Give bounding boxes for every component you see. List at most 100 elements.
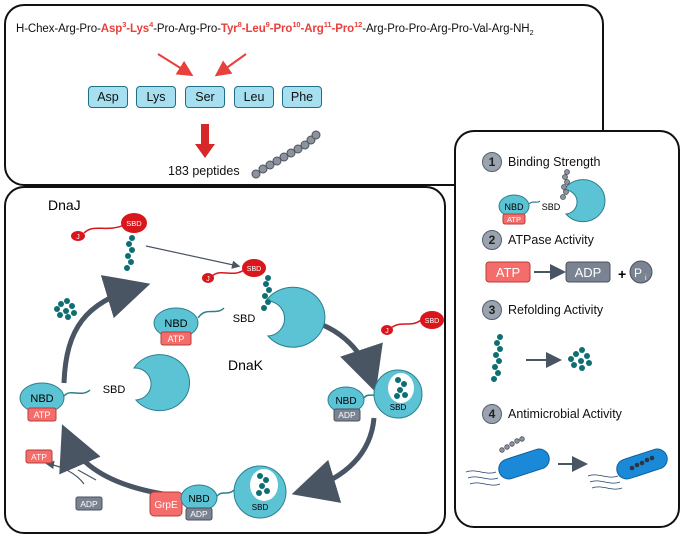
dnaj-sbd-label: SBD xyxy=(126,219,142,228)
svg-text:GrpE: GrpE xyxy=(154,500,178,511)
svg-text:SBD: SBD xyxy=(247,266,261,273)
svg-text:ATP: ATP xyxy=(507,215,521,224)
svg-text:NBD: NBD xyxy=(164,318,187,330)
svg-text:SBD: SBD xyxy=(103,384,126,396)
dnaj-released: J SBD xyxy=(381,311,444,335)
svg-text:i: i xyxy=(645,275,647,282)
arrow-down-shaft xyxy=(201,124,209,146)
svg-text:ADP: ADP xyxy=(338,410,356,420)
svg-text:SBD: SBD xyxy=(252,503,269,512)
svg-text:ATP: ATP xyxy=(34,410,51,420)
svg-text:J: J xyxy=(206,276,210,283)
bacterium-icon xyxy=(498,448,550,480)
sequence-highlight: 11 xyxy=(323,20,332,29)
property-number: 4 xyxy=(482,404,502,424)
sequence-segment: H-Chex-Arg-Pro- xyxy=(16,22,101,35)
sequence-highlight: Asp xyxy=(100,22,123,35)
arrow-right-red xyxy=(214,53,247,77)
arrow-dnaj-binding xyxy=(145,245,241,269)
sequence-highlight: Pro xyxy=(273,22,293,35)
sequence-highlight: 3 xyxy=(122,20,127,29)
amino-acid-phe: Phe xyxy=(282,86,322,108)
svg-text:+: + xyxy=(618,266,626,282)
sequence-highlight: Leu xyxy=(245,22,266,35)
dnak-adp-closed: NBD ADP SBD xyxy=(327,369,423,422)
svg-text:SBD: SBD xyxy=(233,313,256,325)
amino-acid-leu: Leu xyxy=(234,86,274,108)
property-antimicrobial-activity: 4 Antimicrobial Activity xyxy=(482,404,622,424)
property-label: Refolding Activity xyxy=(508,303,604,317)
property-atpase-activity: 2 ATPase Activity xyxy=(482,230,594,250)
dnaj-bound: J SBD xyxy=(202,259,266,283)
svg-text:P: P xyxy=(634,266,642,280)
svg-text:NBD: NBD xyxy=(30,393,53,405)
amino-acid-lys: Lys xyxy=(136,86,176,108)
sequence-highlight: - xyxy=(331,22,336,35)
peptides-count: 183 peptides xyxy=(168,164,240,178)
property-label: Antimicrobial Activity xyxy=(508,407,622,421)
sequence-highlight: 10 xyxy=(292,20,301,29)
library-arrows xyxy=(157,53,321,179)
dnaj-title: DnaJ xyxy=(48,197,81,213)
sequence-highlight: 4 xyxy=(149,20,154,29)
svg-text:ADP: ADP xyxy=(575,265,602,280)
dnak-atp-peptide: NBD ATP SBD xyxy=(153,275,326,348)
sequence-highlight: - xyxy=(269,22,274,35)
sequence-highlight: - xyxy=(300,22,305,35)
svg-text:ATP: ATP xyxy=(31,452,47,462)
svg-text:NBD: NBD xyxy=(504,202,524,212)
arrow-nucleotide-link xyxy=(77,469,97,481)
svg-text:NBD: NBD xyxy=(188,494,209,505)
svg-text:SBD: SBD xyxy=(425,318,439,325)
property-number: 2 xyxy=(482,230,502,250)
sequence-segment: 2 xyxy=(529,28,534,38)
amino-acid-asp: Asp xyxy=(88,86,128,108)
sequence-highlight: 8 xyxy=(237,20,242,29)
cycle-arrow-bottom-right xyxy=(291,417,377,503)
svg-text:NBD: NBD xyxy=(335,396,356,407)
property-label: Binding Strength xyxy=(508,155,601,169)
dnak-title: DnaK xyxy=(228,357,264,373)
dnaj-j-label: J xyxy=(76,234,80,241)
svg-text:J: J xyxy=(385,328,389,335)
free-atp: ATP xyxy=(25,449,53,464)
svg-text:ATP: ATP xyxy=(496,265,520,280)
sequence-highlight: - xyxy=(126,22,131,35)
dnak-cycle-panel: J SBD DnaJ J SBD J SBD NBD xyxy=(4,186,446,534)
property-number: 1 xyxy=(482,152,502,172)
peptide-sequence: H-Chex-Arg-Pro-Asp3-Lys4-Pro-Arg-Pro-Tyr… xyxy=(16,20,534,37)
sequence-highlight: Lys xyxy=(130,22,150,35)
property-binding-strength: 1 Binding Strength xyxy=(482,152,600,172)
property-refolding-activity: 3 Refolding Activity xyxy=(482,300,603,320)
amino-acid-ser: Ser xyxy=(185,86,225,108)
free-adp: ADP xyxy=(75,496,103,511)
dnak-cycle-diagram: J SBD DnaJ J SBD J SBD NBD xyxy=(19,197,444,521)
binding-dnak-icon: NBD ATP SBD xyxy=(498,169,606,225)
property-label: ATPase Activity xyxy=(508,233,594,247)
sequence-segment: -Pro-Arg-Pro- xyxy=(153,22,221,35)
sequence-highlight: Arg xyxy=(304,22,324,35)
cycle-arrow-top-left xyxy=(61,275,151,384)
arrow-atp-exchange xyxy=(45,460,85,485)
properties-panel: 1 Binding Strength 2 ATPase Activity 3 R… xyxy=(454,130,680,528)
atpase-reaction: ATP ADP + P i xyxy=(485,260,653,284)
cycle-arrow-bottom-left xyxy=(59,424,177,499)
svg-text:ADP: ADP xyxy=(80,499,98,509)
dnak-atp-open: NBD ATP SBD xyxy=(19,354,191,422)
peptide-strand-free xyxy=(124,235,135,271)
refolding-illustration xyxy=(491,334,592,382)
dnaj-free: J SBD xyxy=(71,213,147,241)
peptide-chain-icon xyxy=(251,130,321,179)
sequence-highlight: 9 xyxy=(265,20,270,29)
arrow-down-head xyxy=(195,144,215,158)
sequence-highlight: Pro xyxy=(335,22,355,35)
sequence-highlight: 12 xyxy=(354,20,363,29)
antimicrobial-illustration xyxy=(465,436,668,490)
svg-text:SBD: SBD xyxy=(542,202,561,212)
svg-text:ATP: ATP xyxy=(168,334,185,344)
sequence-segment: -Arg-Pro-Pro-Arg-Pro-Val-Arg-NH xyxy=(362,22,530,35)
sequence-highlight: - xyxy=(241,22,246,35)
property-number: 3 xyxy=(482,300,502,320)
svg-text:SBD: SBD xyxy=(390,403,407,412)
svg-text:ADP: ADP xyxy=(190,509,208,519)
